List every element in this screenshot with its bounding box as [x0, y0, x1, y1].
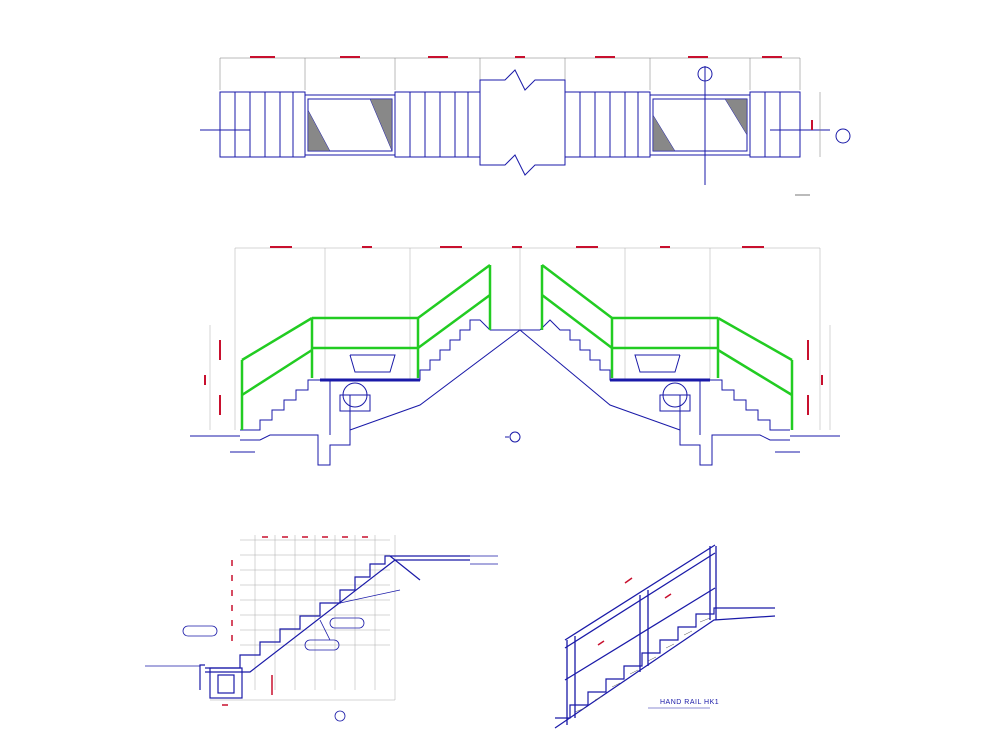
hand-rail-title: HAND RAIL HK1 — [660, 699, 719, 706]
detail-section — [145, 535, 498, 722]
plan-view — [200, 56, 851, 196]
section-view — [190, 246, 840, 466]
hand-rail-detail: HAND RAIL HK1 — [554, 544, 776, 729]
